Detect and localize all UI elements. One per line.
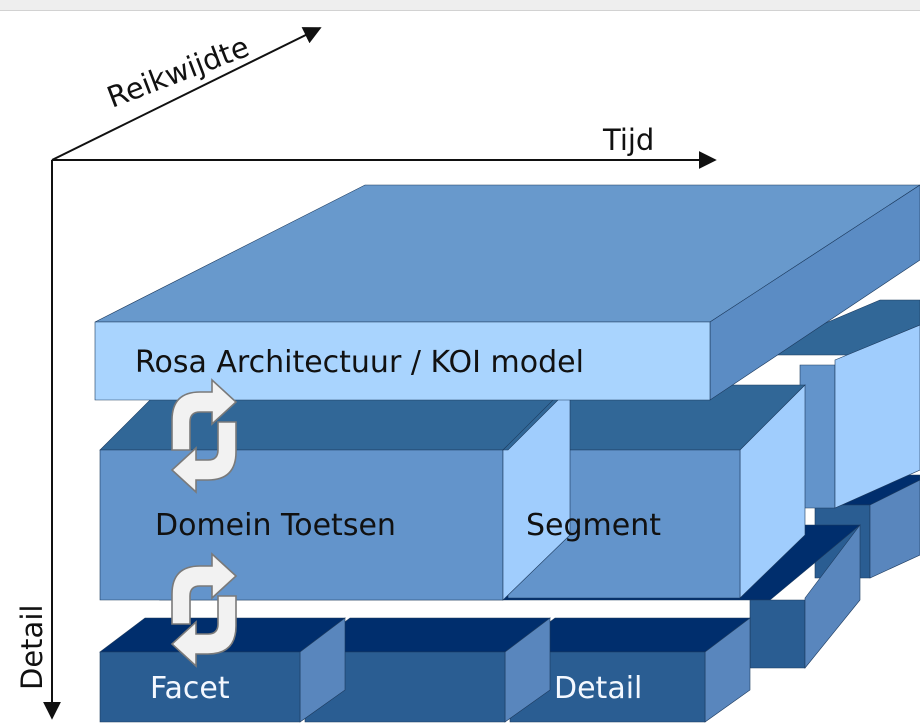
domein-toetsen-label: Domein Toetsen [155,508,396,543]
segment-label: Segment [526,508,661,543]
top-layer [94,184,920,401]
scope-axis-arrow [51,27,322,161]
cycle-arrows-icon [170,378,238,494]
back-middle-block-side [834,324,920,509]
block-labels: Rosa Architectuur / KOI model Domein Toe… [135,345,661,706]
facet-label: Facet [150,671,230,706]
detail-block-label: Detail [554,671,642,706]
window-top-strip [0,0,920,11]
rosa-architectuur-label: Rosa Architectuur / KOI model [135,345,584,380]
bottom-block-1-front [99,651,301,723]
middle-layer [99,384,806,601]
back-bottom-block-side [869,479,920,579]
detail-axis-label: Detail [15,605,49,690]
top-slab-front [94,321,711,401]
time-axis-label: Tijd [602,123,654,157]
bottom-row2-block-right-front [749,599,806,669]
cycle-arrows-icon [170,552,238,668]
bottom-row2-block-right-side [804,524,861,669]
